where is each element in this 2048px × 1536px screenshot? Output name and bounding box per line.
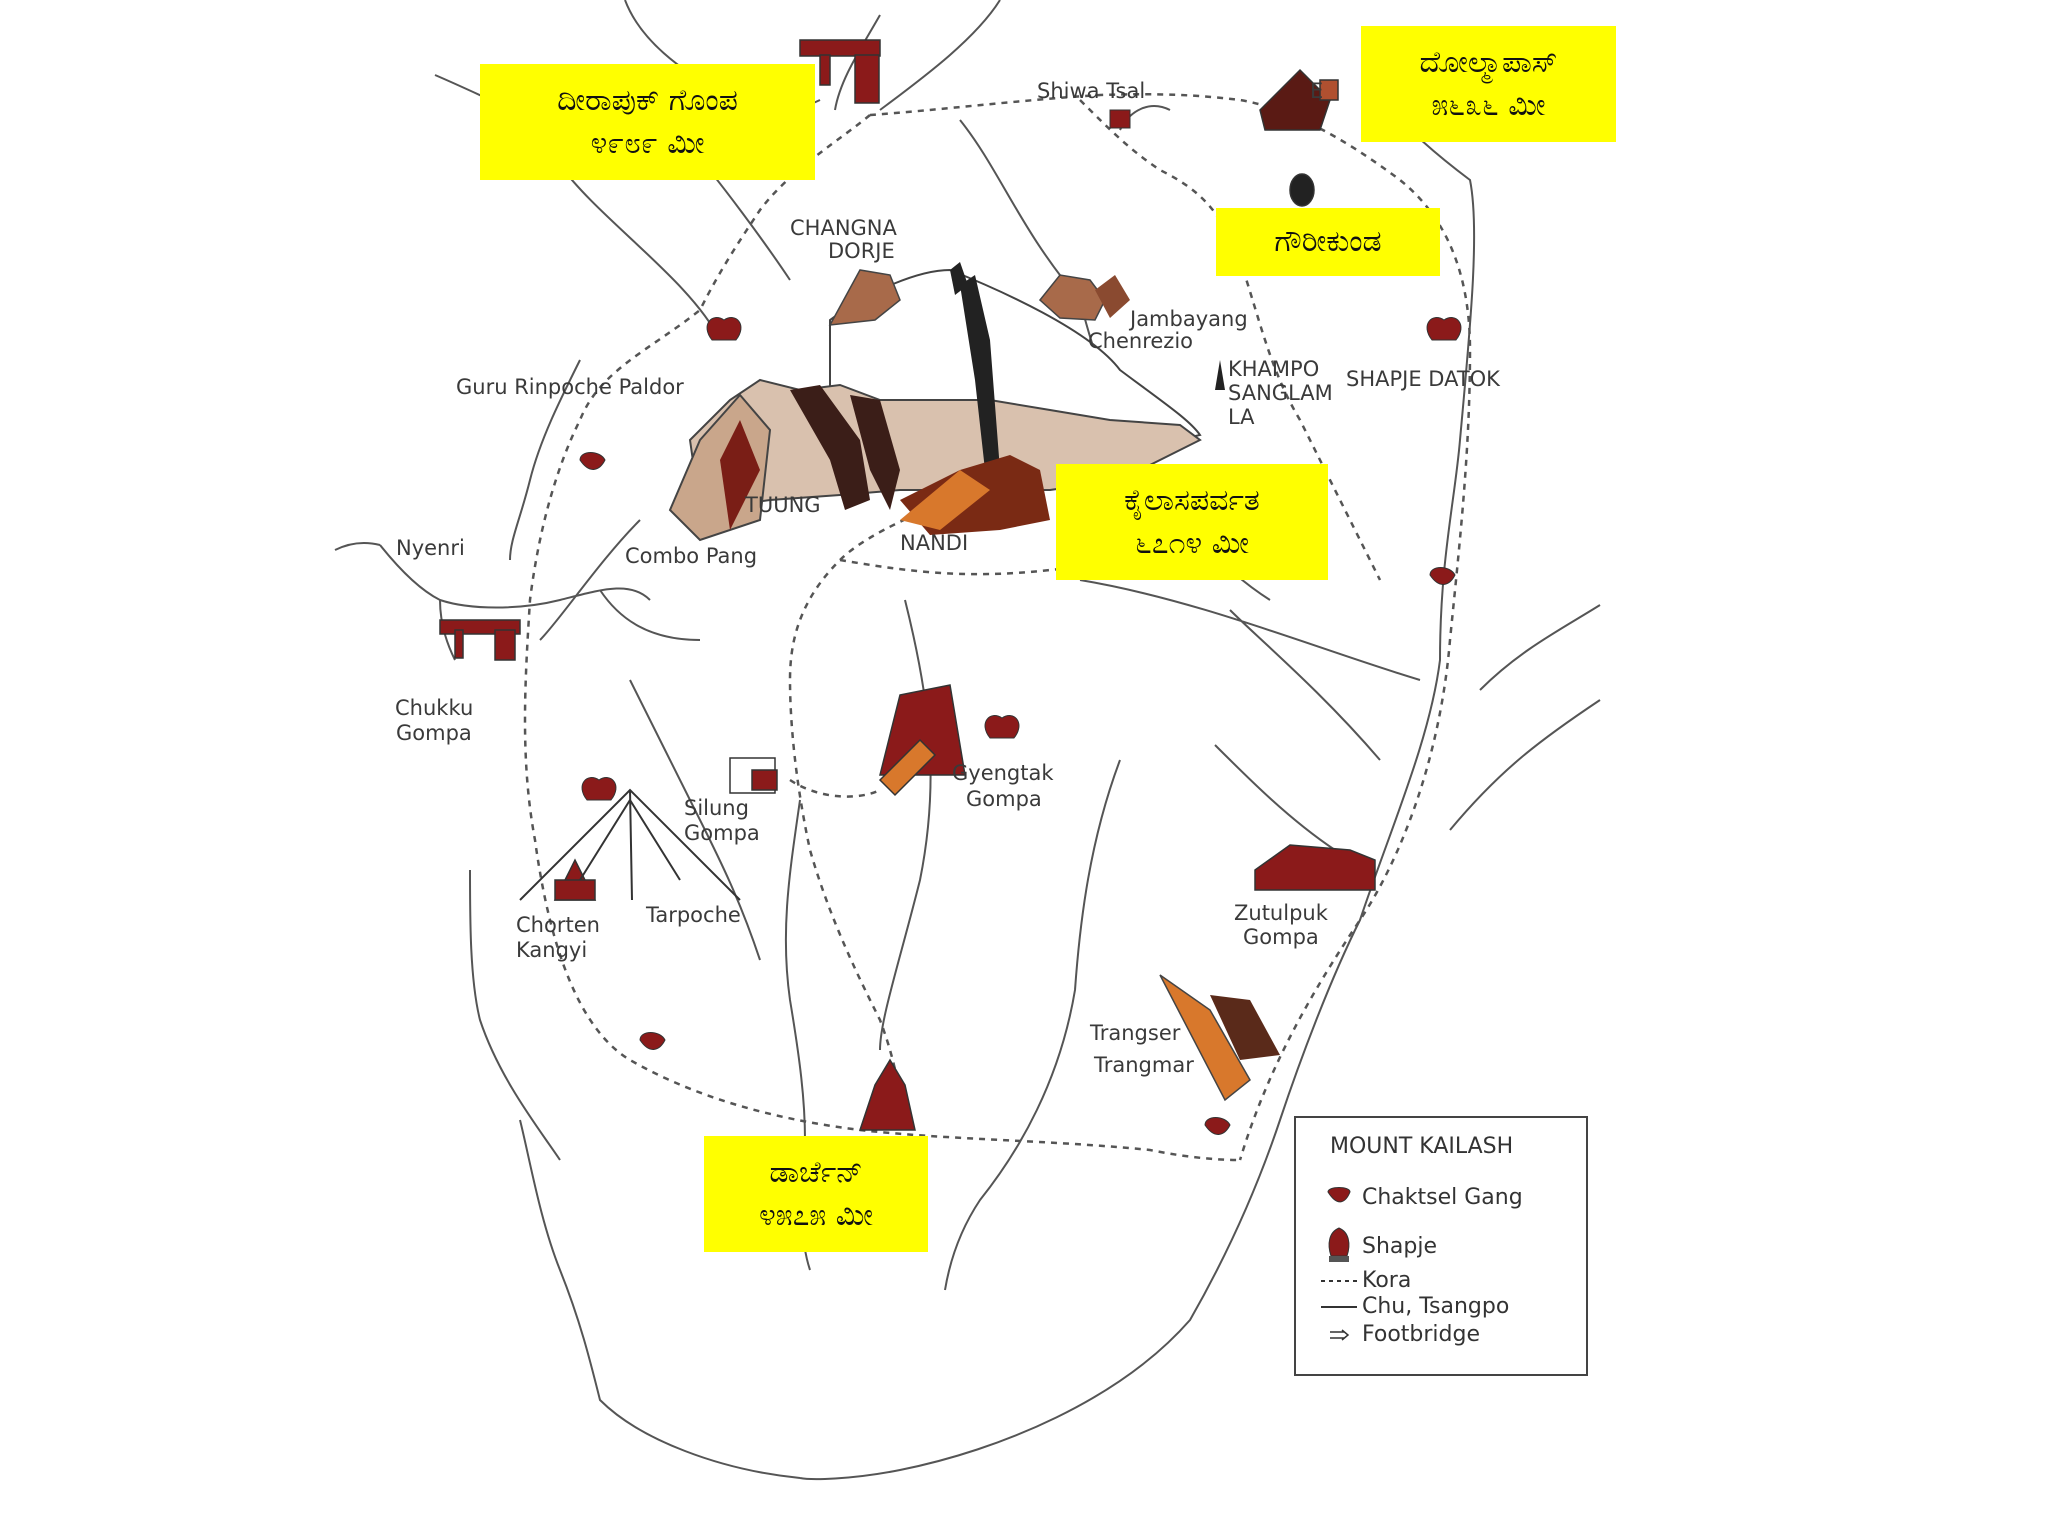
label-changna: CHANGNA [790, 216, 898, 240]
shapje-symbols [579, 109, 1462, 1135]
legend-label: Shapje [1362, 1233, 1438, 1259]
callout-darchen: ಡಾರ್ಚೆನ್ ೪೫೭೫ ಮೀ [704, 1136, 928, 1252]
label-guru-rinpoche: Guru Rinpoche Paldor [456, 375, 684, 399]
gaurikund-lake-icon [1289, 173, 1315, 207]
legend-item-chu: Chu, Tsangpo [1316, 1294, 1509, 1319]
shapje-icon [581, 777, 617, 801]
callout-darchen-altitude: ೪೫೭೫ ಮೀ [758, 1198, 874, 1233]
footbridge-icon [1316, 1328, 1362, 1342]
legend-label: Footbridge [1362, 1322, 1481, 1347]
callout-dolma-name: ದೋಲ್ಮಾಪಾಸ್ [1419, 44, 1558, 80]
label-chenrezio: Chenrezio [1088, 329, 1193, 353]
shapje-icon [1426, 317, 1462, 341]
kora-route [523, 92, 1472, 1162]
map-legend: MOUNT KAILASH Chaktsel Gang Shapje Kora … [1294, 1116, 1588, 1376]
dashed-line-icon [1316, 1276, 1362, 1286]
label-zutulpuk: Zutulpuk [1234, 901, 1329, 925]
chaktsel-gang-icon [639, 1032, 666, 1050]
label-jambayang: Jambayang [1128, 307, 1248, 331]
chukku-gompa-icon [439, 619, 521, 661]
callout-kailash: ಕೈಲಾಸಪರ್ವತ ೬೭೧೪ ಮೀ [1056, 464, 1328, 580]
label-zutulpuk-gompa: Gompa [1243, 925, 1319, 949]
chaktsel-gang-icon [1204, 1117, 1231, 1135]
place-labels: Shiwa Tsal E CHANGNA DORJE Jambayang Che… [395, 79, 1501, 1077]
tarpoche-flagpole [519, 788, 741, 901]
label-trangser: Trangser [1089, 1021, 1181, 1045]
label-khampo: KHAMPO [1228, 357, 1319, 381]
callout-diraphuk-gompa: ದೀರಾಪುಕ್ ಗೊಂಪ ೪೯೮೯ ಮೀ [480, 64, 815, 180]
label-e-fragment: E [1310, 79, 1323, 103]
label-la: LA [1228, 405, 1255, 429]
callout-gaurikund-name: ಗೌರೀಕುಂಡ [1274, 224, 1382, 260]
callout-darchen-name: ಡಾರ್ಚೆನ್ [769, 1154, 863, 1190]
label-silung-gompa: Gompa [684, 821, 760, 845]
legend-label: Chu, Tsangpo [1362, 1294, 1510, 1319]
callout-kailash-altitude: ೬೭೧೪ ಮೀ [1134, 526, 1250, 561]
gyengtak-gompa-icon [878, 684, 966, 797]
label-chukku: Chukku [395, 696, 473, 720]
darchen-icon [858, 1058, 916, 1131]
callout-kailash-name: ಕೈಲಾಸಪರ್ವತ [1124, 482, 1260, 518]
khampo-pass-mark [1215, 360, 1225, 390]
legend-item-footbridge: Footbridge [1316, 1322, 1480, 1347]
legend-label: Chaktsel Gang [1362, 1184, 1523, 1210]
mount-kailash [668, 262, 1202, 542]
label-kangyi: Kangyi [516, 938, 587, 962]
callout-dolma-altitude: ೫೬೩೬ ಮೀ [1431, 88, 1546, 123]
label-gyengtak: Gyengtak [952, 761, 1054, 785]
label-shiwa-tsal: Shiwa Tsal [1037, 79, 1145, 103]
shiwa-tsal-icon [1109, 109, 1131, 129]
label-silung: Silung [684, 796, 749, 820]
callout-dolma-pass: ದೋಲ್ಮಾಪಾಸ್ ೫೬೩೬ ಮೀ [1361, 26, 1616, 142]
legend-label: Kora [1362, 1268, 1412, 1293]
zutulpuk-gompa-icon [1254, 844, 1376, 891]
label-chorten: Chorten [516, 913, 600, 937]
solid-line-icon [1316, 1302, 1362, 1312]
label-shapje-datok: SHAPJE DATOK [1346, 367, 1501, 391]
chaktsel-gang-icon [579, 452, 606, 470]
monastery-icons [439, 39, 1376, 1131]
label-combo-pang: Combo Pang [625, 544, 757, 568]
label-nyenri: Nyenri [396, 536, 465, 560]
label-nandi: NANDI [900, 531, 968, 555]
callout-diraphuk-name: ದೀರಾಪುಕ್ ಗೊಂಪ [557, 82, 738, 118]
trangser-trangmar-peaks [1159, 974, 1280, 1102]
shapje-icon [1316, 1226, 1362, 1266]
legend-title: MOUNT KAILASH [1330, 1134, 1514, 1159]
shapje-icon [706, 317, 742, 341]
legend-item-shapje: Shapje [1316, 1226, 1437, 1266]
shapje-icon [984, 715, 1020, 739]
chaktsel-gang-icon [1429, 567, 1456, 585]
label-tarpoche: Tarpoche [645, 903, 741, 927]
legend-item-chaktsel-gang: Chaktsel Gang [1316, 1184, 1523, 1210]
silung-gompa-icon [729, 757, 778, 794]
dolma-pass-icon [1259, 68, 1339, 131]
diraphuk-gompa-icon [799, 39, 881, 104]
label-trangmar: Trangmar [1093, 1053, 1194, 1077]
label-dorje: DORJE [828, 239, 895, 263]
chaktsel-gang-icon [1316, 1184, 1362, 1210]
chorten-kangyi-icon [553, 858, 597, 901]
legend-item-kora: Kora [1316, 1268, 1411, 1293]
label-gyengtak-gompa: Gompa [966, 787, 1042, 811]
callout-diraphuk-altitude: ೪೯೮೯ ಮೀ [590, 126, 705, 161]
label-sanglam: SANGLAM [1228, 381, 1333, 405]
label-tuung: TUUNG [744, 493, 821, 517]
label-chukku-gompa: Gompa [396, 721, 472, 745]
callout-gaurikund: ಗೌರೀಕುಂಡ [1216, 208, 1440, 276]
